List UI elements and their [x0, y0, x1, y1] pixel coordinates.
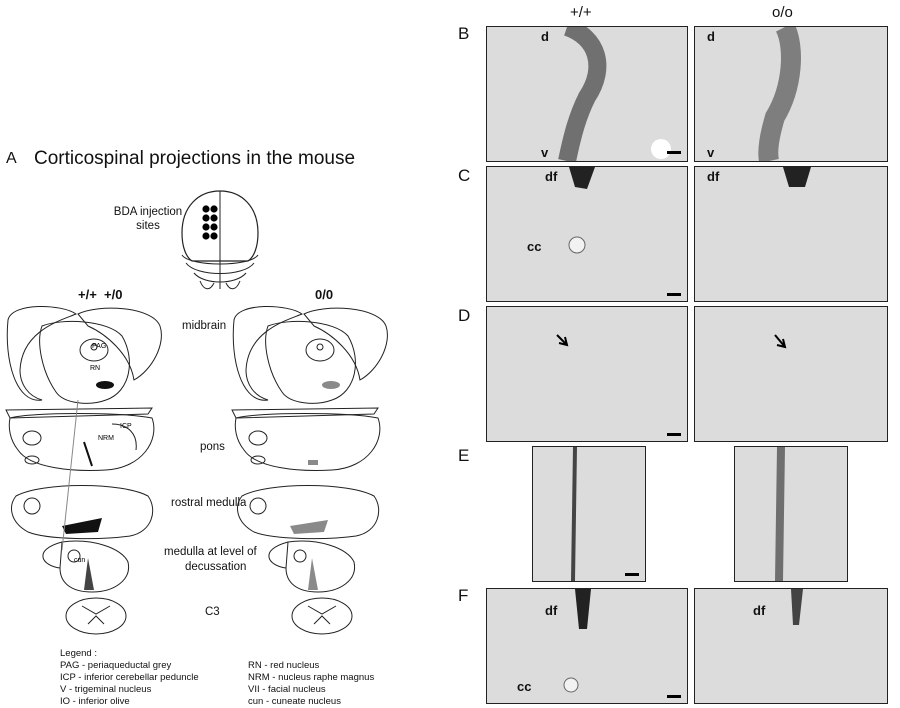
bda-label: BDA injection sites [108, 205, 188, 233]
micrograph-f-mutant: df [694, 588, 888, 704]
injection-site-dots [202, 205, 218, 240]
label-pag: PAG [92, 343, 106, 350]
legend-item: IO - inferior olive [60, 696, 130, 707]
row-letter-f: F [458, 586, 469, 605]
legend-item: NRM - nucleus raphe magnus [248, 672, 375, 683]
micrograph-c-wildtype: df cc [486, 166, 688, 302]
scale-bar [667, 695, 681, 698]
level-c3: C3 [205, 606, 220, 618]
micrograph-d-wildtype [486, 306, 688, 442]
label-v: v [541, 145, 549, 160]
row-letter-c: C [458, 166, 471, 185]
label-cc: cc [527, 239, 542, 254]
level-pons: pons [200, 441, 225, 453]
column-header-mutant: o/o [772, 4, 793, 21]
legend-item: cun - cuneate nucleus [248, 696, 341, 707]
legend-item: VII - facial nucleus [248, 684, 326, 695]
scale-bar [667, 151, 681, 154]
brain-dorsal-view-diagram [181, 190, 259, 290]
micrograph-e-mutant [734, 446, 848, 582]
panel-a-title: Corticospinal projections in the mouse [34, 148, 356, 169]
label-v: v [707, 145, 715, 160]
label-df: df [753, 603, 766, 618]
legend-right: RN - red nucleus NRM - nucleus raphe mag… [248, 660, 374, 708]
bda-label-line-2: sites [136, 220, 160, 232]
bda-label-line-1: BDA injection [113, 206, 183, 218]
row-letter-e: E [458, 446, 470, 465]
label-df: df [545, 603, 558, 618]
label-cc: cc [517, 679, 532, 694]
scale-bar [667, 433, 681, 436]
genotype-left-label: +/+ +/0 [78, 287, 123, 302]
legend-item: RN - red nucleus [248, 660, 320, 671]
micrograph-f-wildtype: df cc [486, 588, 688, 704]
micrograph-c-mutant: df [694, 166, 888, 302]
label-rn: RN [90, 365, 100, 372]
tract-line [61, 399, 79, 551]
row-letter-b: B [458, 24, 470, 43]
row-letter-d: D [458, 306, 471, 325]
genotype-right-label: 0/0 [315, 287, 334, 302]
sections-mutant-diagram [231, 306, 388, 635]
label-df: df [707, 169, 720, 184]
legend-item: V - trigeminal nucleus [60, 684, 152, 695]
label-df: df [545, 169, 558, 184]
micrograph-e-wildtype [532, 446, 646, 582]
level-midbrain: midbrain [182, 320, 227, 332]
level-medulla-decussation-2: decussation [185, 561, 247, 573]
legend-title: Legend : [60, 648, 97, 659]
scale-bar [667, 293, 681, 296]
level-rostral-medulla: rostral medulla [171, 497, 247, 509]
label-d: d [707, 29, 715, 44]
label-d: d [541, 29, 549, 44]
micrograph-b-mutant: d v [694, 26, 888, 162]
column-header-wildtype: +/+ [570, 4, 592, 21]
level-medulla-decussation-1: medulla at level of [164, 546, 257, 558]
micrograph-d-mutant [694, 306, 888, 442]
label-nrm: NRM [98, 435, 114, 442]
legend-item: ICP - inferior cerebellar peduncle [60, 672, 199, 683]
legend-left: PAG - periaqueductal grey ICP - inferior… [60, 660, 199, 708]
legend-item: PAG - periaqueductal grey [60, 660, 172, 671]
panel-a-letter: A [6, 150, 17, 167]
label-cun: cun [74, 557, 85, 564]
label-icp: ICP [120, 423, 132, 430]
scale-bar [625, 573, 639, 576]
sections-wildtype-diagram: PAG RN NRM ICP cun [5, 306, 162, 635]
micrograph-b-wildtype: d v [486, 26, 688, 162]
